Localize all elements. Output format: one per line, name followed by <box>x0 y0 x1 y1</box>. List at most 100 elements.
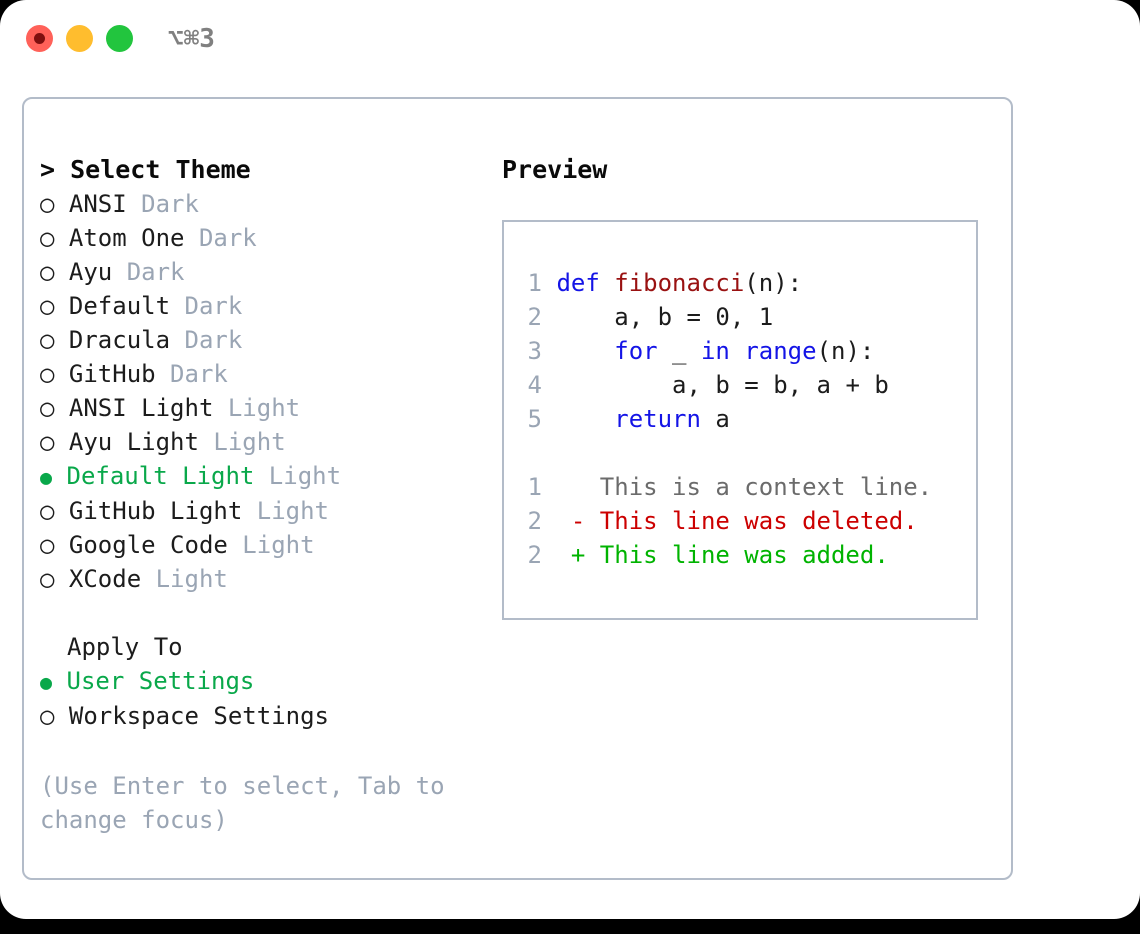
code-gutter-space <box>542 303 556 331</box>
line-number: 4 <box>527 371 542 399</box>
theme-option-atom-one[interactable]: ○ Atom One Dark <box>40 221 480 255</box>
code-token <box>556 337 614 365</box>
theme-picker-header: > Select Theme <box>40 155 251 184</box>
theme-option-variant: Light <box>155 565 228 593</box>
theme-option-github-light[interactable]: ○ GitHub Light Light <box>40 494 480 528</box>
theme-option-variant: Dark <box>141 190 199 218</box>
diff-line-text: + This line was added. <box>542 541 889 569</box>
diff-line-text: - This line was deleted. <box>542 507 918 535</box>
code-token: (n): <box>744 269 803 297</box>
theme-option-ayu-light[interactable]: ○ Ayu Light Light <box>40 425 480 459</box>
theme-option-label: Default <box>54 292 185 320</box>
code-token: a, b = b, a + b <box>556 371 889 399</box>
theme-option-variant: Light <box>213 428 286 456</box>
code-token: a, b = 0, 1 <box>556 303 774 331</box>
apply-to-option-label: User Settings <box>52 667 255 695</box>
code-token: range <box>744 337 817 365</box>
code-line: 3 for _ in range(n): <box>516 334 966 368</box>
theme-option-ansi[interactable]: ○ ANSI Dark <box>40 187 480 221</box>
preview-column: Preview 1 def fibonacci(n):2 a, b = 0, 1… <box>502 153 992 620</box>
code-token: def <box>556 269 615 297</box>
radio-unselected-icon: ○ <box>40 190 55 218</box>
radio-unselected-icon: ○ <box>40 292 55 320</box>
theme-list: ○ ANSI Dark○ Atom One Dark○ Ayu Dark○ De… <box>40 187 480 596</box>
diff-line-added: 2 + This line was added. <box>516 538 966 572</box>
theme-option-ayu[interactable]: ○ Ayu Dark <box>40 255 480 289</box>
code-token: fibonacci <box>614 269 745 297</box>
radio-unselected-icon: ○ <box>40 326 55 354</box>
theme-option-label: Dracula <box>54 326 185 354</box>
theme-picker-column: > Select Theme ○ ANSI Dark○ Atom One Dar… <box>40 153 480 837</box>
preview-separator <box>516 436 966 470</box>
window-titlebar: ⌥⌘3 <box>0 0 1140 78</box>
code-token <box>730 337 744 365</box>
line-number: 5 <box>527 405 542 433</box>
radio-selected-icon: ● <box>40 465 53 489</box>
apply-to-option-workspace-settings[interactable]: ○ Workspace Settings <box>40 699 480 733</box>
theme-option-dracula[interactable]: ○ Dracula Dark <box>40 323 480 357</box>
radio-unselected-icon: ○ <box>40 360 55 388</box>
theme-option-default-light[interactable]: ● Default Light Light <box>40 459 480 494</box>
theme-option-label: ANSI Light <box>54 394 228 422</box>
apply-to-list: ● User Settings○ Workspace Settings <box>40 664 480 733</box>
code-gutter-space <box>542 405 556 433</box>
theme-option-variant: Light <box>268 462 342 490</box>
maximize-button[interactable] <box>106 25 133 52</box>
code-line: 1 def fibonacci(n): <box>516 266 966 300</box>
window-title: ⌥⌘3 <box>168 24 215 54</box>
code-token: for <box>614 337 658 365</box>
line-number: 2 <box>527 303 542 331</box>
radio-unselected-icon: ○ <box>40 394 55 422</box>
code-token <box>556 405 614 433</box>
theme-option-variant: Light <box>256 497 329 525</box>
theme-option-google-code[interactable]: ○ Google Code Light <box>40 528 480 562</box>
theme-option-xcode[interactable]: ○ XCode Light <box>40 562 480 596</box>
theme-option-label: Ayu Light <box>54 428 214 456</box>
code-token: return <box>614 405 701 433</box>
radio-unselected-icon: ○ <box>40 702 55 730</box>
line-number: 1 <box>527 473 542 501</box>
theme-option-label: XCode <box>54 565 156 593</box>
diff-line-deleted: 2 - This line was deleted. <box>516 504 966 538</box>
radio-unselected-icon: ○ <box>40 565 55 593</box>
radio-unselected-icon: ○ <box>40 428 55 456</box>
radio-selected-icon: ● <box>40 670 53 694</box>
line-number: 2 <box>527 507 542 535</box>
preview-title: Preview <box>502 155 608 184</box>
theme-option-variant: Dark <box>170 360 228 388</box>
theme-option-label: Google Code <box>54 531 243 559</box>
apply-to-section: Apply To ● User Settings○ Workspace Sett… <box>40 630 480 733</box>
theme-option-label: Atom One <box>54 224 199 252</box>
theme-option-ansi-light[interactable]: ○ ANSI Light Light <box>40 391 480 425</box>
keyboard-hint: (Use Enter to select, Tab to change focu… <box>40 772 460 834</box>
code-line: 5 return a <box>516 402 966 436</box>
code-token: in <box>700 337 730 365</box>
theme-option-default[interactable]: ○ Default Dark <box>40 289 480 323</box>
apply-to-option-user-settings[interactable]: ● User Settings <box>40 664 480 699</box>
code-token: (n): <box>816 337 875 365</box>
radio-unselected-icon: ○ <box>40 224 55 252</box>
close-button[interactable] <box>26 25 53 52</box>
line-number: 3 <box>527 337 542 365</box>
code-line: 2 a, b = 0, 1 <box>516 300 966 334</box>
minimize-button[interactable] <box>66 25 93 52</box>
main-panel: > Select Theme ○ ANSI Dark○ Atom One Dar… <box>22 97 1013 880</box>
radio-unselected-icon: ○ <box>40 497 55 525</box>
theme-option-label: Ayu <box>54 258 127 286</box>
code-line: 4 a, b = b, a + b <box>516 368 966 402</box>
theme-option-variant: Dark <box>126 258 185 286</box>
theme-option-variant: Light <box>227 394 301 422</box>
theme-option-label: ANSI <box>54 190 142 218</box>
radio-unselected-icon: ○ <box>40 258 55 286</box>
line-number: 2 <box>527 541 542 569</box>
theme-option-github[interactable]: ○ GitHub Dark <box>40 357 480 391</box>
theme-option-label: GitHub Light <box>54 497 257 525</box>
code-gutter-space <box>542 269 556 297</box>
diff-line-context: 1 This is a context line. <box>516 470 966 504</box>
theme-option-variant: Dark <box>184 292 243 320</box>
diff-line-text: This is a context line. <box>542 473 933 501</box>
radio-unselected-icon: ○ <box>40 531 55 559</box>
